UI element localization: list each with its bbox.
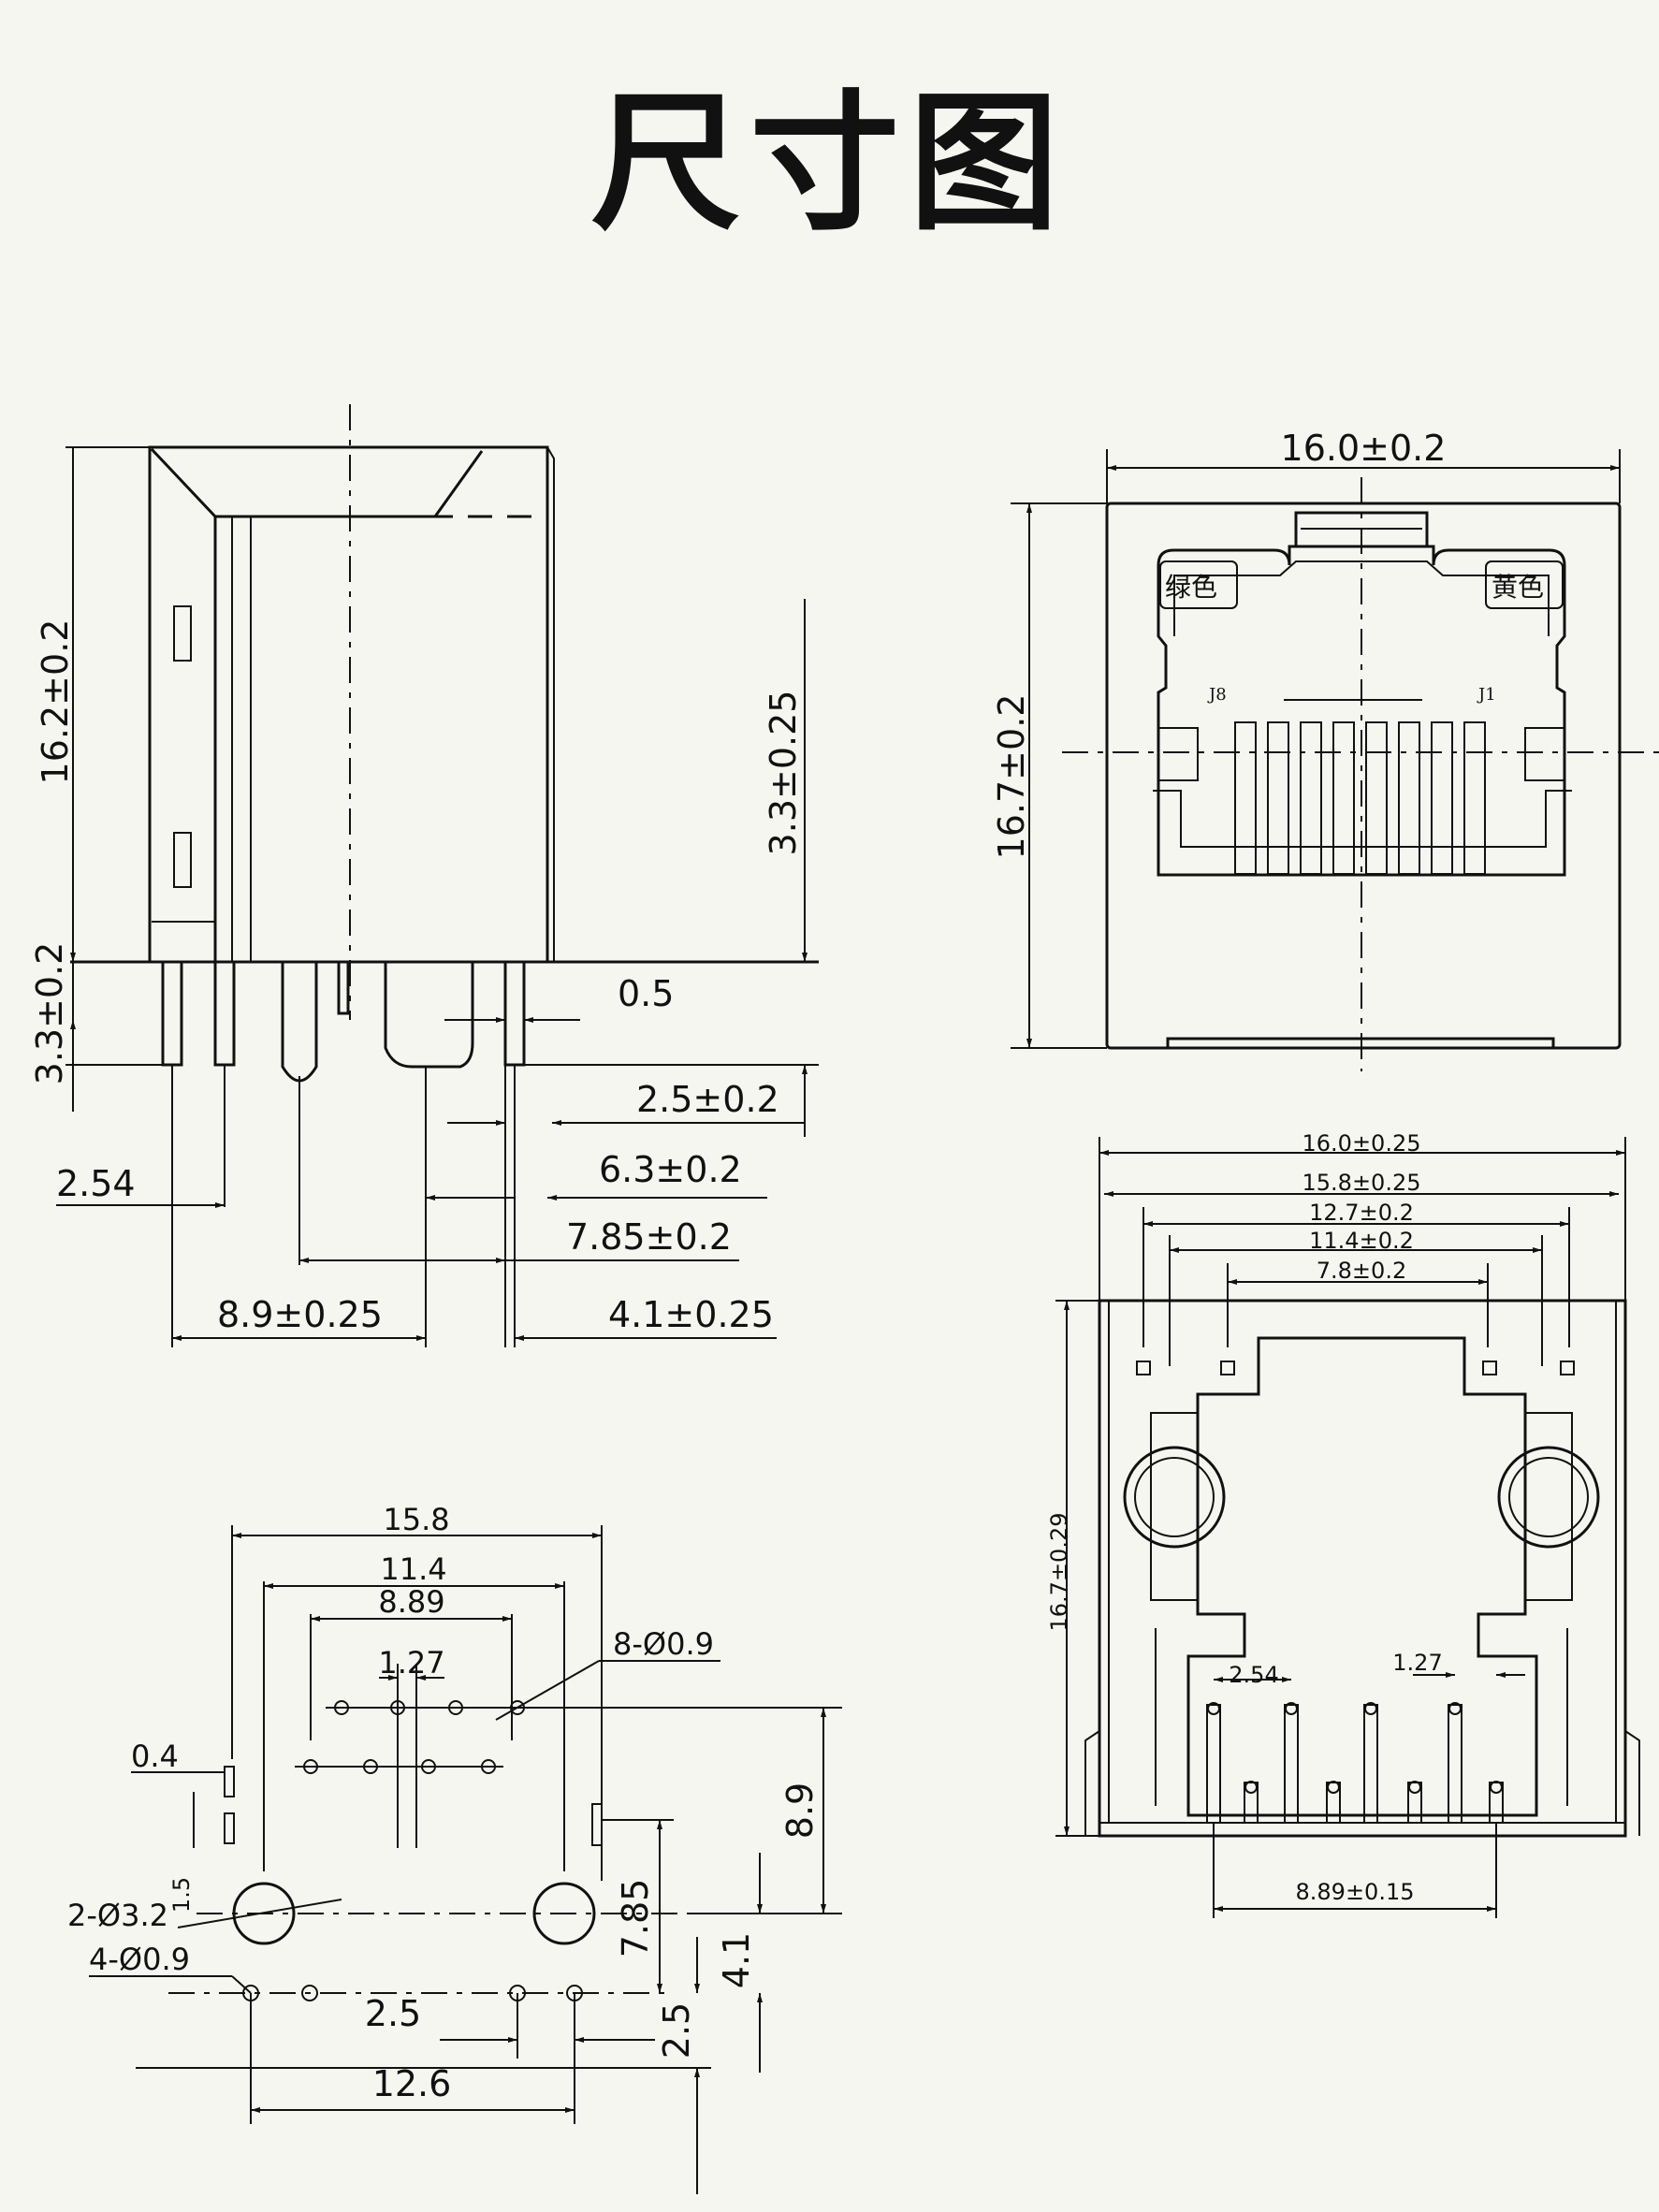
label-holes-2: 2-Ø3.2	[67, 1898, 168, 1933]
label-holes-8: 8-Ø0.9	[613, 1626, 714, 1662]
label-d1: 2.5±0.2	[636, 1079, 779, 1120]
label-41: 4.1	[716, 1932, 757, 1988]
label-w-outer: 15.8	[383, 1502, 449, 1537]
label-89: 8.9	[779, 1783, 821, 1839]
label-back-w5: 7.8±0.2	[1317, 1258, 1406, 1284]
pin-label-j1: J1	[1477, 685, 1496, 705]
label-pitch-127: 1.27	[378, 1645, 444, 1681]
label-pitch: 2.54	[56, 1163, 136, 1204]
led-label-left: 绿色	[1165, 572, 1217, 603]
label-back-w4: 11.4±0.2	[1309, 1228, 1414, 1254]
label-04: 0.4	[131, 1739, 179, 1774]
label-gap: 0.5	[618, 973, 674, 1014]
front-view: 绿色 黄色 J8 J1 16.0±0.2 16.7±0.2	[991, 428, 1659, 1071]
label-d2: 6.3±0.2	[599, 1149, 742, 1190]
label-785: 7.85	[615, 1879, 656, 1958]
label-w-114: 11.4	[380, 1551, 446, 1587]
label-25v: 2.5	[656, 2002, 697, 2059]
label-25: 2.5	[365, 1993, 421, 2034]
pin-label-j8: J8	[1207, 685, 1227, 705]
label-back-w3: 12.7±0.2	[1309, 1200, 1414, 1226]
footprint-view: 15.8 11.4 8.89 1.27 8-Ø0.9 0.4 1.5	[67, 1502, 842, 2194]
page-title: 尺寸图	[590, 76, 1069, 251]
label-back-w1: 16.0±0.25	[1302, 1130, 1421, 1157]
label-d3: 7.85±0.2	[566, 1216, 732, 1258]
led-label-right: 黄色	[1492, 572, 1544, 603]
label-d4: 8.9±0.25	[217, 1294, 383, 1335]
side-view: 16.2±0.2 3.3±0.2 3.3±0.25 0.5 2.5±0.2 2.…	[29, 404, 819, 1347]
label-front-width: 16.0±0.2	[1281, 428, 1447, 469]
label-back-pin-span: 8.89±0.15	[1296, 1879, 1415, 1905]
label-w-889: 8.89	[378, 1584, 444, 1620]
label-back-pitch-254: 2.54	[1229, 1662, 1278, 1688]
label-pin-length: 3.3±0.2	[29, 942, 70, 1085]
label-15: 1.5	[168, 1877, 195, 1913]
label-back-w2: 15.8±0.25	[1302, 1170, 1421, 1196]
label-d5: 4.1±0.25	[608, 1294, 774, 1335]
label-126: 12.6	[372, 2063, 452, 2104]
label-height-total: 16.2±0.2	[35, 619, 76, 785]
label-back-pitch-127: 1.27	[1392, 1650, 1442, 1676]
label-right-height: 3.3±0.25	[763, 691, 804, 856]
back-view: 16.0±0.25 15.8±0.25 12.7±0.2 11.4±0.2 7.…	[1046, 1130, 1640, 1918]
label-front-height: 16.7±0.2	[991, 694, 1032, 860]
label-holes-4: 4-Ø0.9	[89, 1942, 190, 1977]
label-back-height: 16.7±0.29	[1046, 1513, 1072, 1632]
